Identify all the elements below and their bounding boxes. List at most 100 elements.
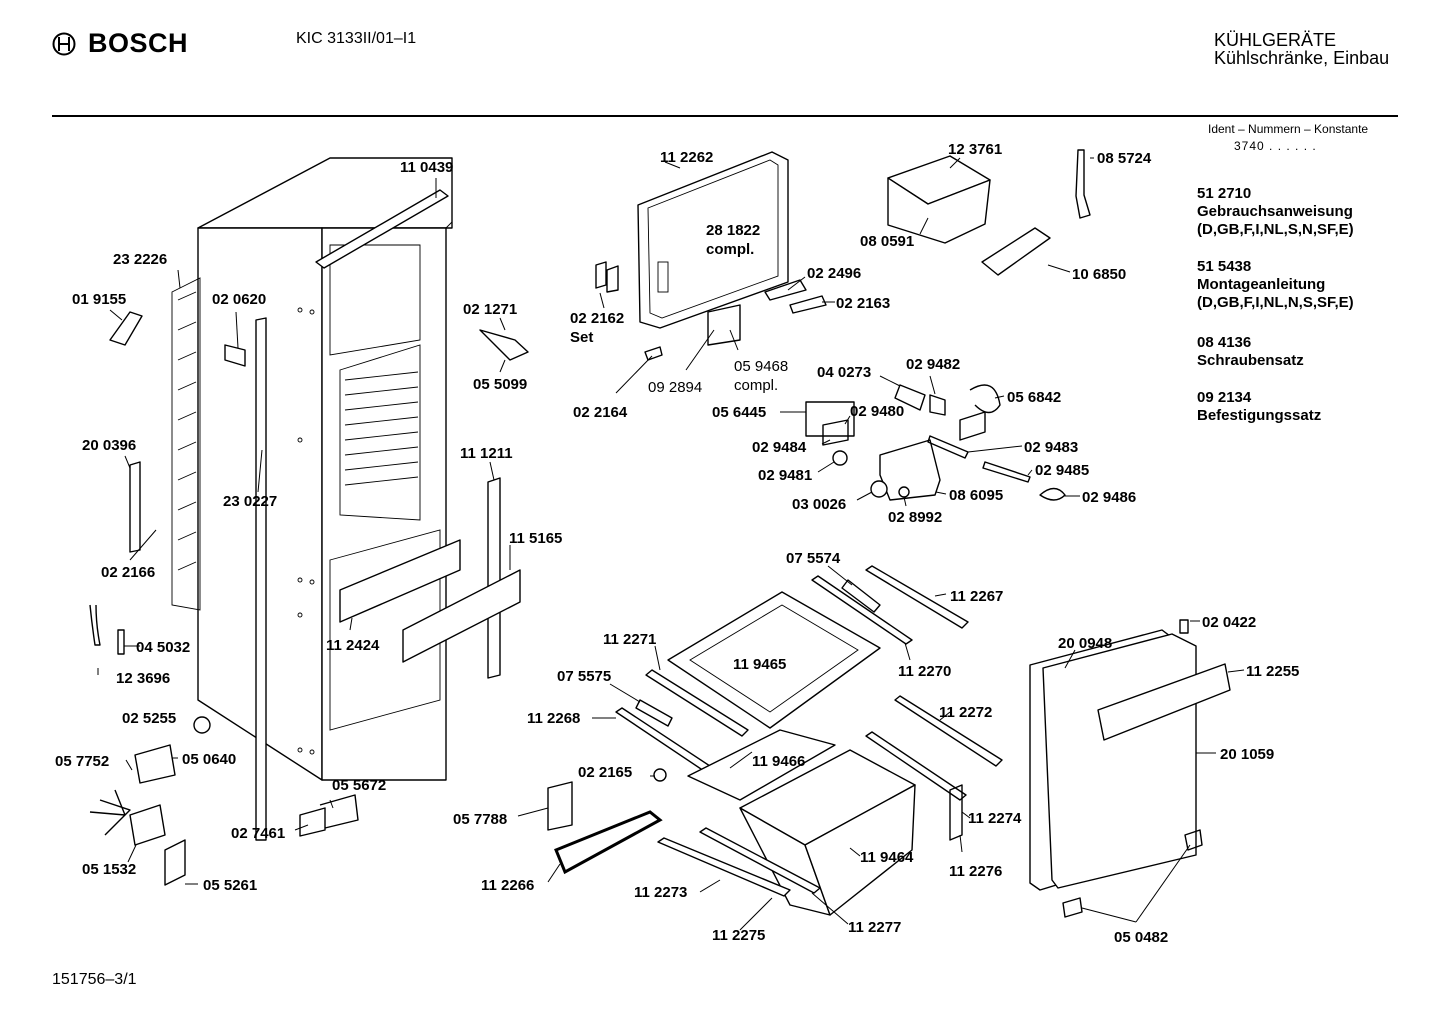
lamp-part — [894, 384, 926, 411]
part-label: 11 2255 — [1246, 663, 1299, 680]
lock-part — [644, 346, 663, 361]
ice-scoop — [1075, 149, 1091, 219]
hinge-lower — [1184, 829, 1203, 851]
part-label: 05 6445 — [712, 404, 766, 421]
drawing-number: 151756–3/1 — [52, 971, 137, 988]
part-label: 02 2166 — [101, 564, 155, 581]
sensor-part — [117, 629, 125, 655]
accessory-number: 51 5438 — [1197, 258, 1252, 275]
vertical-profile — [487, 477, 501, 679]
seal-frame — [554, 810, 663, 875]
category-title: KÜHLGERÄTE — [1214, 30, 1337, 50]
brand-logo: BOSCH — [52, 28, 188, 59]
accessory-name: Schraubensatz — [1197, 352, 1304, 369]
hinge-set — [595, 261, 619, 293]
shelf-rail-right — [865, 565, 969, 629]
cable-part — [89, 604, 101, 646]
part-label: 04 5032 — [136, 639, 190, 656]
part-label: 05 9468 — [734, 358, 788, 375]
accessory-item: 08 4136 Schraubensatz — [1197, 334, 1304, 370]
bracket-part — [224, 344, 246, 367]
sensor-coil — [969, 384, 1001, 414]
part-label: 05 5099 — [473, 376, 527, 393]
model-number: KIC 3133II/01–I1 — [296, 30, 417, 47]
control-housing — [805, 401, 855, 437]
part-label: 11 2424 — [326, 637, 380, 654]
clip-part — [299, 794, 359, 837]
part-label: 02 9484 — [752, 439, 807, 456]
part-label: 02 2164 — [573, 404, 628, 421]
part-label: 07 5575 — [557, 668, 611, 685]
part-label: 11 2277 — [848, 919, 901, 936]
part-label: 11 2268 — [527, 710, 580, 727]
accessory-name: Befestigungssatz — [1197, 407, 1322, 424]
category-subtitle: Kühlschränke, Einbau — [1214, 48, 1390, 68]
part-label: 11 0439 — [400, 159, 453, 176]
top-rail — [315, 189, 449, 269]
part-label: 11 5165 — [509, 530, 562, 547]
part-label: 11 2274 — [968, 810, 1022, 827]
part-label: 11 2271 — [603, 631, 656, 648]
part-label: 02 0422 — [1202, 614, 1256, 631]
part-label: 11 2275 — [712, 927, 765, 944]
part-label: 01 9155 — [72, 291, 126, 308]
accessory-number: 51 2710 — [1197, 185, 1252, 202]
part-label: 02 7461 — [231, 825, 285, 842]
crisper-rail-c — [657, 837, 791, 897]
fan-housing — [129, 804, 166, 846]
fan-motor — [134, 744, 176, 784]
knob-part — [870, 480, 888, 498]
bracket-small — [822, 419, 849, 446]
part-label: 02 2165 — [578, 764, 632, 781]
door-bracket — [1097, 663, 1231, 741]
ice-tray-lower — [981, 227, 1051, 276]
ice-tray-upper — [887, 155, 991, 244]
rod-part — [982, 461, 1031, 483]
button-part — [832, 450, 848, 466]
freezer-door — [637, 151, 789, 329]
part-label: 02 8992 — [888, 509, 942, 526]
hinge-part — [109, 311, 143, 346]
fan-blade — [89, 789, 131, 836]
part-label: 11 2270 — [898, 663, 951, 680]
part-label: 11 2272 — [939, 704, 992, 721]
bulb-part — [929, 394, 946, 416]
part-label: 02 9480 — [850, 403, 904, 420]
part-label: 11 9464 — [860, 849, 914, 866]
part-label: 02 2162 — [570, 310, 624, 327]
condenser-grid — [171, 277, 201, 611]
side-strip — [129, 461, 141, 553]
crisper-rail-d — [699, 827, 821, 894]
door-seal-strip — [255, 317, 267, 841]
handle-grip — [789, 295, 827, 314]
part-label: 11 9466 — [752, 753, 805, 770]
brand-name: BOSCH — [88, 28, 189, 58]
part-label: 11 2267 — [950, 588, 1003, 605]
hinge-bottom — [1062, 897, 1083, 918]
hinge-plate — [707, 304, 741, 346]
part-label: 02 2163 — [836, 295, 890, 312]
accessory-name: Montageanleitung — [1197, 276, 1326, 293]
accessory-number: 08 4136 — [1197, 334, 1252, 351]
accessory-item: 51 2710 Gebrauchsanweisung (D,GB,F,I,NL,… — [1197, 185, 1354, 239]
part-label: 08 5724 — [1097, 150, 1152, 167]
part-label: 11 2262 — [660, 149, 713, 166]
accessory-number: 09 2134 — [1197, 389, 1252, 406]
part-label: 05 6842 — [1007, 389, 1061, 406]
part-label: 09 2894 — [648, 379, 702, 396]
switch-part — [959, 411, 986, 441]
part-label: 20 0948 — [1058, 635, 1112, 652]
part-label: Set — [570, 329, 593, 346]
part-label: 02 9486 — [1082, 489, 1136, 506]
crisper-rail-a — [894, 695, 1003, 767]
cabinet-body — [197, 157, 453, 781]
thermostat-part — [479, 329, 529, 361]
part-label: 08 6095 — [949, 487, 1003, 504]
mount-plate — [547, 781, 573, 831]
part-label: 02 5255 — [122, 710, 176, 727]
foot-part — [193, 716, 211, 734]
part-label: 02 9481 — [758, 467, 812, 484]
drawer-clip — [635, 699, 673, 727]
accessory-langs: (D,GB,F,I,NL,S,N,SF,E) — [1197, 221, 1354, 238]
